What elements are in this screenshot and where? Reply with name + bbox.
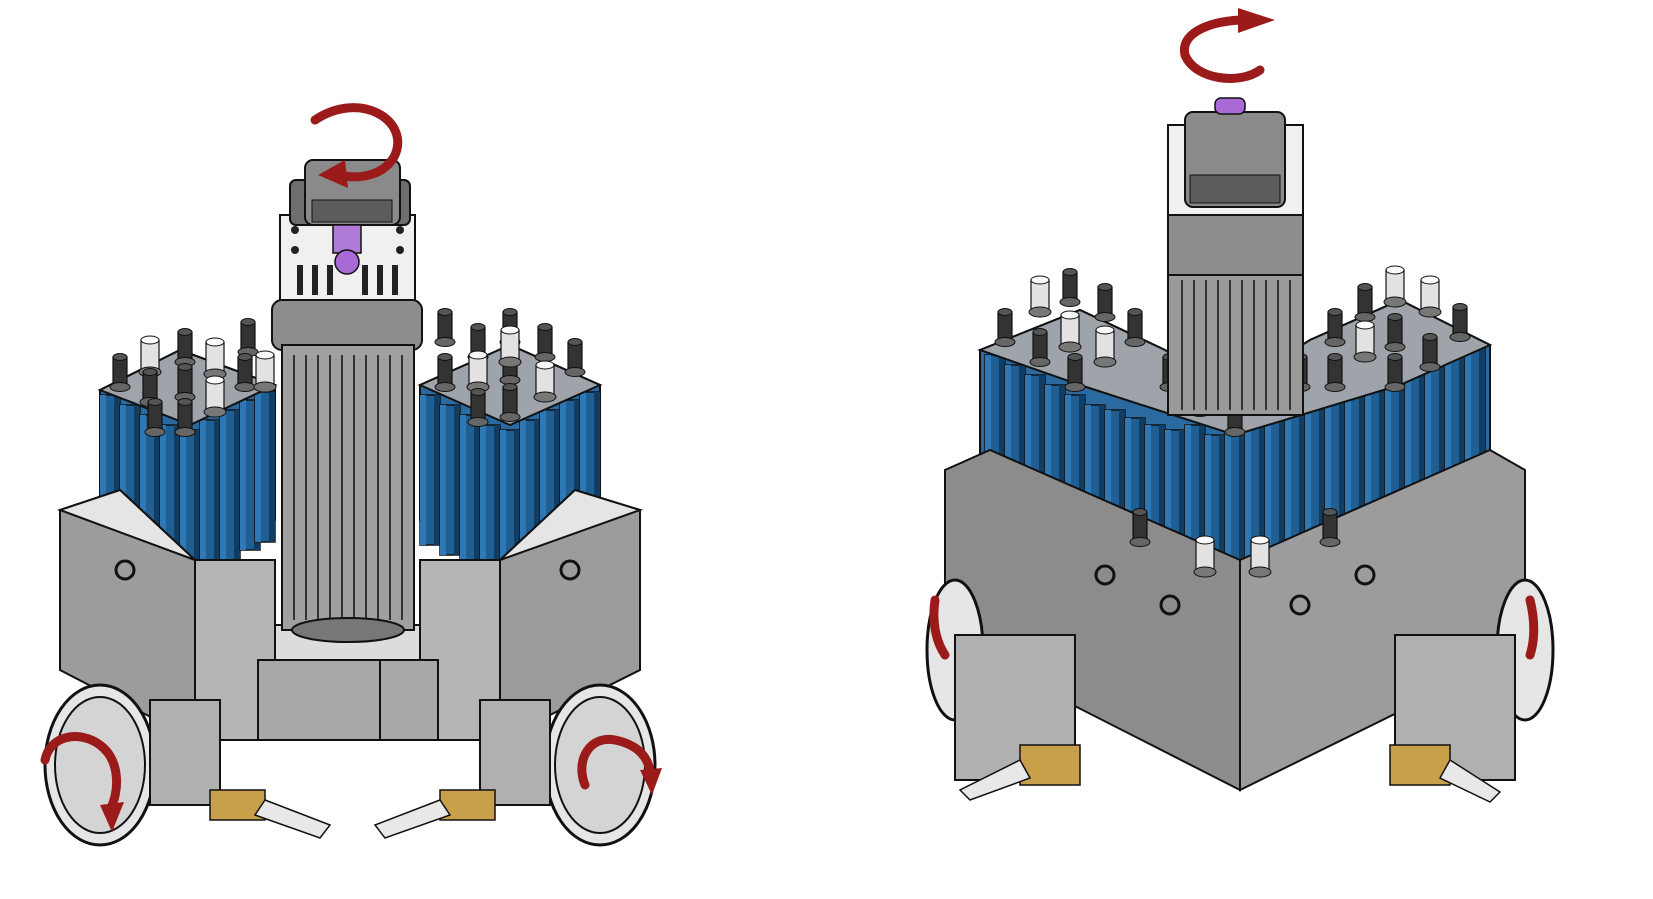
cutting-tool-icon <box>209 789 496 839</box>
wheel-icon <box>925 578 1555 781</box>
motor-column <box>271 159 423 643</box>
main-housing <box>56 488 644 742</box>
coupling-purple <box>332 224 362 275</box>
main-housing <box>944 448 1526 792</box>
battery-modules <box>977 265 1493 576</box>
front-view-drawing <box>40 103 662 847</box>
front-view <box>0 0 826 899</box>
rear-view <box>826 0 1653 899</box>
cutting-tool-icon <box>958 744 1502 803</box>
battery-module-right <box>417 307 603 581</box>
rotation-arrow-icon <box>40 103 662 832</box>
motor-column <box>1167 97 1304 416</box>
rear-view-drawing <box>925 8 1555 803</box>
rotation-arrow-icon <box>929 8 1539 660</box>
lifting-eye-icon <box>114 559 581 581</box>
lifting-eye-icon <box>1094 564 1376 616</box>
battery-module-left <box>97 317 278 581</box>
wheel-icon <box>43 683 657 847</box>
